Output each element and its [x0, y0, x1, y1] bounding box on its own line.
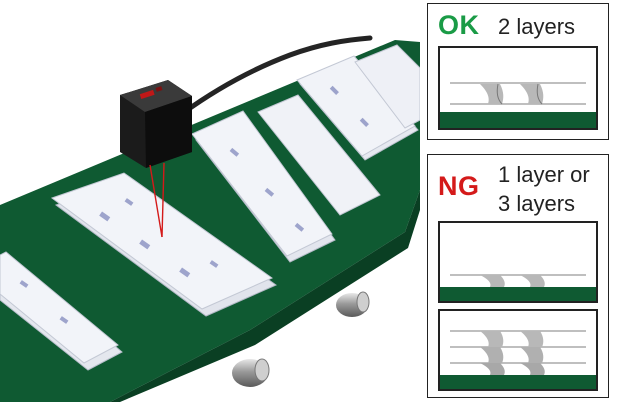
- roller-back: [336, 291, 370, 317]
- ng-description-line1: 1 layer or: [498, 162, 590, 187]
- two-layer-illustration: [450, 82, 586, 105]
- packet-print-marks: [19, 85, 369, 324]
- packet-row-near: [50, 172, 278, 317]
- sensor-cable: [180, 35, 373, 116]
- ng-three-layer-diagram: [438, 309, 598, 391]
- packet-row-front: [0, 251, 123, 371]
- ok-belt: [440, 112, 596, 128]
- three-layer-illustration: [450, 330, 586, 375]
- sensor-head: [120, 80, 192, 168]
- conveyor-illustration: [0, 35, 420, 402]
- ng-one-layer-belt: [440, 287, 596, 301]
- roller-front: [232, 358, 270, 387]
- packet-row-far: [296, 44, 420, 161]
- ng-status-label: NG: [438, 171, 480, 201]
- one-layer-illustration: [450, 274, 586, 287]
- laser-beams: [149, 162, 165, 238]
- ng-description-line2: 3 layers: [498, 191, 576, 216]
- ng-one-layer-diagram: [438, 221, 598, 303]
- ok-description: 2 layers: [498, 14, 576, 39]
- ng-three-layer-belt: [440, 375, 596, 389]
- ok-panel: OK 2 layers: [427, 3, 609, 140]
- ok-status-label: OK: [438, 10, 480, 40]
- ok-layer-diagram: [438, 46, 598, 130]
- ng-panel: NG 1 layer or 3 layers: [427, 154, 609, 398]
